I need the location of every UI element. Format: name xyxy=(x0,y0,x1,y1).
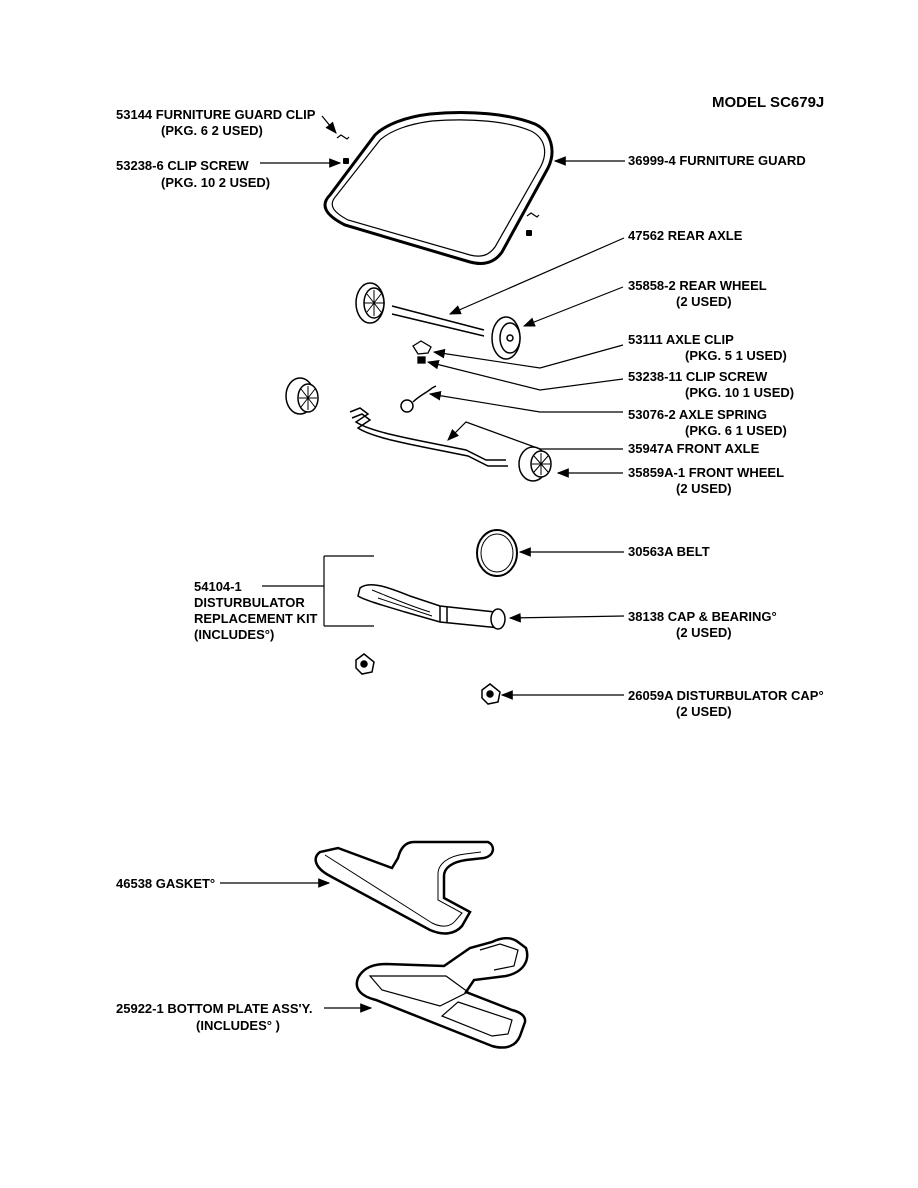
label-rear-wheel: 35858-2 REAR WHEEL xyxy=(628,278,767,293)
label-furniture-guard: 36999-4 FURNITURE GUARD xyxy=(628,153,806,168)
label-rear-axle: 47562 REAR AXLE xyxy=(628,228,743,243)
disturbulator-illustration xyxy=(357,584,506,630)
label-clip-screw-axle: 53238-11 CLIP SCREW xyxy=(628,369,768,384)
label-bottom-plate: 25922-1 BOTTOM PLATE ASS'Y. xyxy=(116,1001,313,1016)
axle-spring-illustration xyxy=(400,385,437,413)
label-front-wheel: 35859A-1 FRONT WHEEL xyxy=(628,465,785,480)
label-cap-bearing-qty: (2 USED) xyxy=(676,625,732,640)
label-guard-clip: 53144 FURNITURE GUARD CLIP xyxy=(116,107,316,122)
label-clip-screw-axle-qty: (PKG. 10 1 USED) xyxy=(685,385,795,400)
guard-clip-illustration xyxy=(336,134,540,218)
front-axle-illustration xyxy=(349,407,508,467)
rear-wheel-left-illustration xyxy=(355,282,385,324)
furniture-guard-illustration xyxy=(323,110,554,266)
axle-clip-illustration xyxy=(412,340,432,364)
gasket-illustration xyxy=(314,840,495,935)
disturbulator-cap-right-illustration xyxy=(481,683,501,705)
label-kit-number: 54104-1 xyxy=(194,579,242,594)
label-disturbulator-cap: 26059A DISTURBULATOR CAP° xyxy=(628,688,824,703)
label-gasket: 46538 GASKET° xyxy=(116,876,216,891)
label-kit-includes: (INCLUDES°) xyxy=(194,627,275,642)
clip-screw-illustration xyxy=(343,158,532,236)
bottom-plate-illustration xyxy=(355,937,529,1049)
label-bottom-plate-includes: (INCLUDES° ) xyxy=(196,1018,280,1033)
disturbulator-cap-left-illustration xyxy=(355,653,375,675)
front-wheel-left-illustration xyxy=(285,377,319,415)
label-clip-screw: 53238-6 CLIP SCREW xyxy=(116,158,249,173)
label-disturbulator-cap-qty: (2 USED) xyxy=(676,704,732,719)
label-kit-name: DISTURBULATOR xyxy=(194,595,305,610)
leader-lines xyxy=(220,115,625,1013)
label-axle-clip: 53111 AXLE CLIP xyxy=(628,332,734,347)
belt-illustration xyxy=(476,529,518,577)
rear-axle-illustration xyxy=(391,305,485,337)
front-wheel-right-illustration xyxy=(518,446,552,482)
label-axle-clip-qty: (PKG. 5 1 USED) xyxy=(685,348,787,363)
label-kit-type: REPLACEMENT KIT xyxy=(194,611,318,626)
label-front-wheel-qty: (2 USED) xyxy=(676,481,732,496)
rear-wheel-right-illustration xyxy=(491,316,521,360)
label-rear-wheel-qty: (2 USED) xyxy=(676,294,732,309)
label-belt: 30563A BELT xyxy=(628,544,710,559)
label-cap-bearing: 38138 CAP & BEARING° xyxy=(628,609,777,624)
label-axle-spring-qty: (PKG. 6 1 USED) xyxy=(685,423,787,438)
kit-bracket xyxy=(262,555,374,627)
label-clip-screw-qty: (PKG. 10 2 USED) xyxy=(161,175,271,190)
model-title: MODEL SC679J xyxy=(712,94,825,111)
label-guard-clip-qty: (PKG. 6 2 USED) xyxy=(161,123,263,138)
label-front-axle: 35947A FRONT AXLE xyxy=(628,441,760,456)
label-axle-spring: 53076-2 AXLE SPRING xyxy=(628,407,767,422)
